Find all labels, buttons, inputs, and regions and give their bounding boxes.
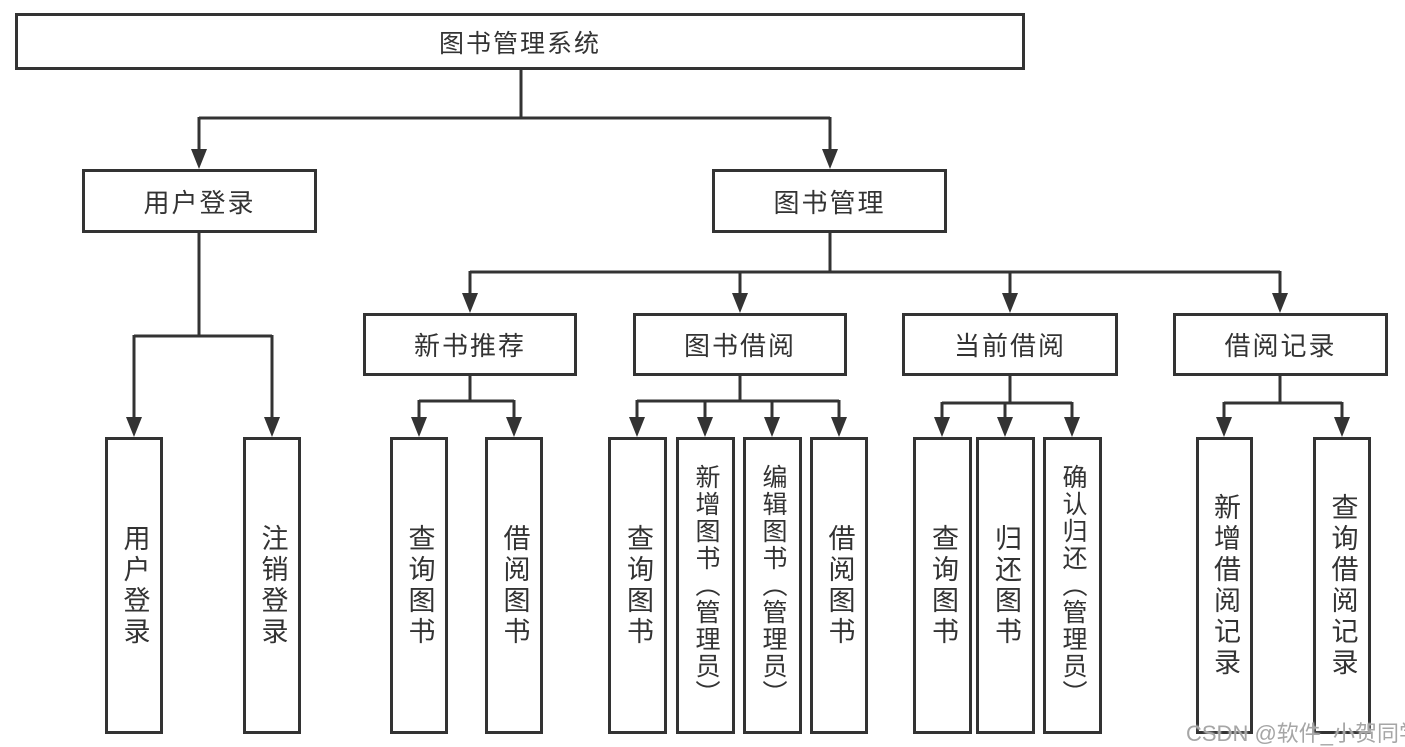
- arrow-down-icon: [1216, 417, 1232, 437]
- node-label: 当前借阅: [953, 331, 1066, 361]
- leaf-label: 确认归还（管理员）: [1059, 464, 1087, 707]
- node-new-book-recommend: 新书推荐: [363, 313, 577, 376]
- arrow-down-icon: [764, 417, 780, 437]
- node-label: 图书借阅: [683, 331, 796, 361]
- node-user-login: 用户登录: [82, 169, 317, 233]
- connector-borrow-records-children: [1216, 375, 1350, 437]
- arrow-down-icon: [1002, 293, 1018, 313]
- arrow-down-icon: [732, 293, 748, 313]
- node-label: 新书推荐: [413, 331, 526, 361]
- leaf-borrow-book-recommend: 借阅图书: [485, 437, 543, 734]
- leaf-query-book-recommend: 查询图书: [390, 437, 448, 734]
- arrow-down-icon: [126, 417, 142, 437]
- csdn-watermark: CSDN @软件_小贺同学: [1186, 721, 1405, 746]
- arrow-down-icon: [191, 149, 207, 169]
- leaf-label: 用户登录: [119, 523, 150, 648]
- arrow-down-icon: [506, 417, 522, 437]
- leaf-label: 注销登录: [257, 523, 288, 648]
- arrow-down-icon: [997, 417, 1013, 437]
- node-current-borrow: 当前借阅: [902, 313, 1118, 376]
- leaf-label: 借阅图书: [499, 523, 530, 648]
- leaf-logout: 注销登录: [243, 437, 301, 734]
- leaf-query-book-borrow: 查询图书: [608, 437, 667, 734]
- arrow-down-icon: [1272, 293, 1288, 313]
- node-book-borrow: 图书借阅: [633, 313, 847, 376]
- leaf-return-book: 归还图书: [976, 437, 1035, 734]
- connector-current-borrow-children: [934, 375, 1080, 437]
- connector-user-login-children: [126, 232, 280, 437]
- connector-book-borrow-children: [629, 375, 847, 437]
- leaf-label: 查询图书: [623, 523, 653, 648]
- leaf-label: 编辑图书（管理员）: [759, 464, 787, 707]
- leaf-user-login: 用户登录: [105, 437, 163, 734]
- arrow-down-icon: [462, 293, 478, 313]
- arrow-down-icon: [264, 417, 280, 437]
- connector-root-to-level2: [191, 67, 838, 169]
- connector-new-book-recommend-children: [411, 375, 522, 437]
- leaf-label: 查询图书: [928, 523, 958, 648]
- leaf-query-borrow-record: 查询借阅记录: [1313, 437, 1371, 734]
- leaf-query-book-current: 查询图书: [913, 437, 972, 734]
- node-label: 图书管理: [773, 187, 886, 218]
- leaf-label: 借阅图书: [824, 523, 855, 648]
- arrow-down-icon: [697, 417, 713, 437]
- leaf-edit-book-admin: 编辑图书（管理员）: [743, 437, 802, 734]
- node-label: 用户登录: [143, 187, 256, 218]
- leaf-label: 新增借阅记录: [1210, 492, 1240, 679]
- leaf-label: 新增图书（管理员）: [692, 464, 720, 707]
- arrow-down-icon: [411, 417, 427, 437]
- node-label: 图书管理系统: [438, 29, 601, 58]
- arrow-down-icon: [934, 417, 950, 437]
- leaf-add-borrow-record: 新增借阅记录: [1196, 437, 1253, 734]
- node-library-system: 图书管理系统: [15, 13, 1025, 70]
- node-borrow-records: 借阅记录: [1173, 313, 1388, 376]
- leaf-label: 查询借阅记录: [1327, 492, 1358, 679]
- arrow-down-icon: [822, 149, 838, 169]
- connector-book-management-children: [462, 232, 1288, 313]
- leaf-label: 归还图书: [991, 523, 1021, 648]
- arrow-down-icon: [1334, 417, 1350, 437]
- leaf-add-book-admin: 新增图书（管理员）: [676, 437, 735, 734]
- leaf-borrow-book: 借阅图书: [810, 437, 868, 734]
- node-label: 借阅记录: [1224, 331, 1337, 361]
- leaf-confirm-return-admin: 确认归还（管理员）: [1043, 437, 1102, 734]
- arrow-down-icon: [831, 417, 847, 437]
- leaf-label: 查询图书: [404, 523, 435, 648]
- arrow-down-icon: [1064, 417, 1080, 437]
- node-book-management: 图书管理: [712, 169, 947, 233]
- arrow-down-icon: [629, 417, 645, 437]
